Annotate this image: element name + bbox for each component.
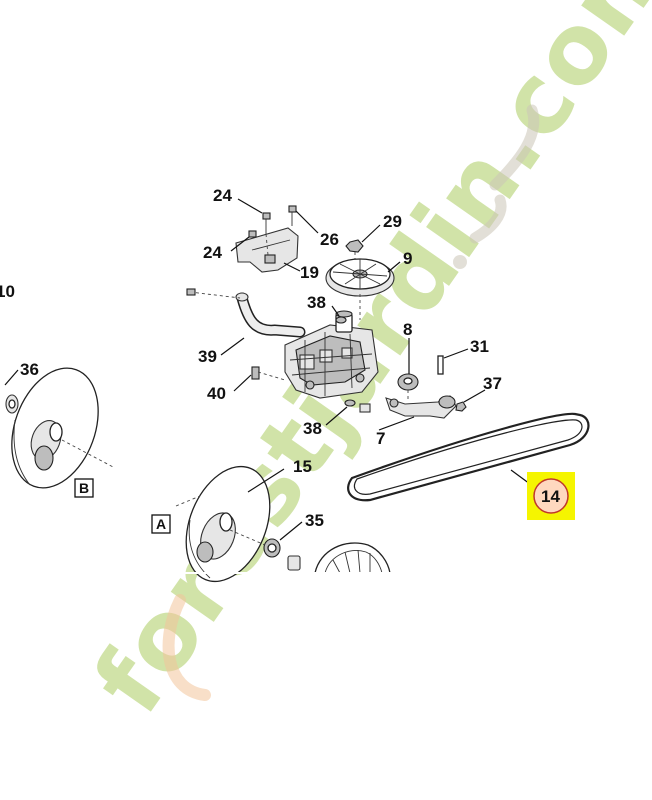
- callout-29: 29: [383, 212, 402, 231]
- bracket-19: [235, 227, 299, 273]
- plug-40: [251, 366, 260, 380]
- callout-38-top: 38: [307, 293, 326, 312]
- washer-36: [5, 394, 19, 414]
- screw-24-bottom: [248, 230, 257, 238]
- callout-40: 40: [207, 384, 226, 403]
- callout-38-bottom: 38: [303, 419, 322, 438]
- callout-36: 36: [20, 360, 39, 379]
- callout-26: 26: [320, 230, 339, 249]
- bearing-35: [263, 538, 301, 571]
- callout-19: 19: [300, 263, 319, 282]
- box-a-letter: A: [156, 516, 166, 532]
- bolt-37: [455, 401, 467, 412]
- arm-7: [385, 395, 457, 419]
- seal-38-top: [335, 316, 347, 324]
- box-a: A: [151, 514, 171, 534]
- callout-10: 10: [0, 282, 15, 301]
- screw-26: [288, 205, 297, 226]
- callout-14: 14: [541, 487, 560, 506]
- pin-31: [437, 355, 444, 375]
- tension-wheel-8: [397, 373, 419, 391]
- callout-7: 7: [376, 429, 385, 448]
- wheel-partial: [314, 542, 391, 574]
- pipe-39: [235, 292, 306, 338]
- callout-39: 39: [198, 347, 217, 366]
- callout-37: 37: [483, 374, 502, 393]
- pulley-a: [185, 465, 271, 583]
- belt-14: [347, 412, 590, 502]
- highlight-14[interactable]: 14: [527, 472, 575, 520]
- highlight-circle: [533, 478, 569, 514]
- box-b: B: [74, 478, 94, 498]
- box-b-letter: B: [79, 480, 89, 496]
- callout-8: 8: [403, 320, 412, 339]
- nut-29: [345, 239, 364, 253]
- callout-24-bottom: 24: [203, 243, 222, 262]
- callout-15: 15: [293, 457, 312, 476]
- pulley-b: [11, 367, 99, 489]
- watermark-overlay: [162, 104, 540, 701]
- fan-pulley-9: [325, 258, 395, 297]
- callout-9: 9: [403, 249, 412, 268]
- transmission: [284, 310, 379, 399]
- callout-35: 35: [305, 511, 324, 530]
- screw-24-top: [262, 212, 271, 234]
- leader-lines: [4, 198, 531, 541]
- callout-24-top: 24: [213, 186, 232, 205]
- seal-38-bottom: [344, 399, 371, 413]
- callout-labels: 24 24 26 29 9 19 10 38 8 31 36 39 40 37 …: [0, 186, 502, 530]
- callout-31: 31: [470, 337, 489, 356]
